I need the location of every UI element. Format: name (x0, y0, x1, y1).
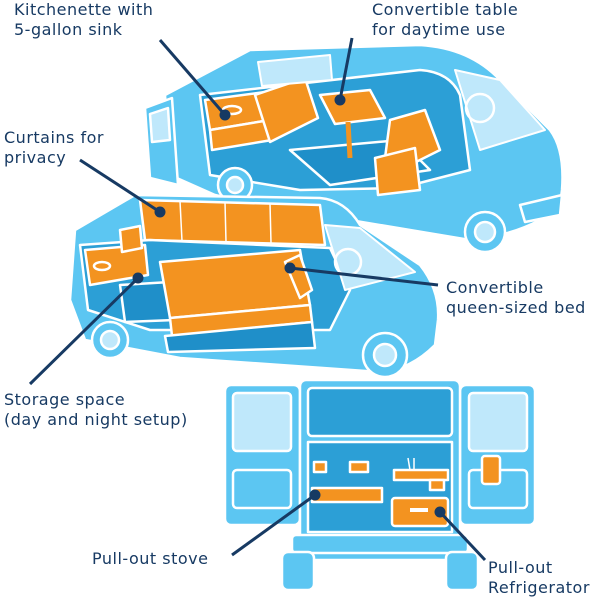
label-stove-line1: Pull-out stove (92, 549, 209, 568)
rear-wheel-right (444, 550, 480, 592)
leader-curtains (79, 158, 161, 214)
label-kitchenette-line2: 5-gallon sink (14, 20, 123, 39)
label-curtains: Curtains for privacy (4, 128, 104, 168)
night-curtains (138, 198, 327, 247)
label-convertible-bed: Convertible queen-sized bed (446, 278, 586, 318)
leader-lines (28, 37, 487, 562)
label-stove: Pull-out stove (92, 549, 208, 569)
label-refrigerator: Pull-out Refrigerator (488, 558, 590, 598)
label-curtains-line2: privacy (4, 148, 67, 167)
label-kitchenette-line1: Kitchenette with (14, 0, 154, 19)
leader-storage (28, 276, 140, 386)
night-setup-van (68, 193, 440, 379)
label-convertible-table: Convertible table for daytime use (372, 0, 518, 40)
label-kitchenette: Kitchenette with 5-gallon sink (14, 0, 153, 40)
night-storage (163, 320, 317, 354)
label-table-line1: Convertible table (372, 0, 519, 19)
rear-stove (310, 486, 384, 504)
label-bed-line1: Convertible (446, 278, 544, 297)
rear-wheel-left (280, 550, 316, 592)
label-fridge-line2: Refrigerator (488, 578, 590, 597)
leader-stove (231, 493, 316, 557)
day-setup-van (143, 43, 564, 254)
leader-refrigerator (438, 510, 487, 562)
label-storage-line2: (day and night setup) (4, 410, 188, 429)
leader-kitchenette (158, 39, 227, 116)
rear-open-van (223, 378, 537, 592)
label-storage-line1: Storage space (4, 390, 126, 409)
label-table-line2: for daytime use (372, 20, 506, 39)
label-bed-line2: queen-sized bed (446, 298, 586, 317)
label-storage: Storage space (day and night setup) (4, 390, 188, 430)
label-fridge-line1: Pull-out (488, 558, 553, 577)
leader-table (338, 37, 354, 101)
leader-bed (289, 266, 439, 287)
day-windshield (454, 69, 546, 151)
label-curtains-line1: Curtains for (4, 128, 104, 147)
